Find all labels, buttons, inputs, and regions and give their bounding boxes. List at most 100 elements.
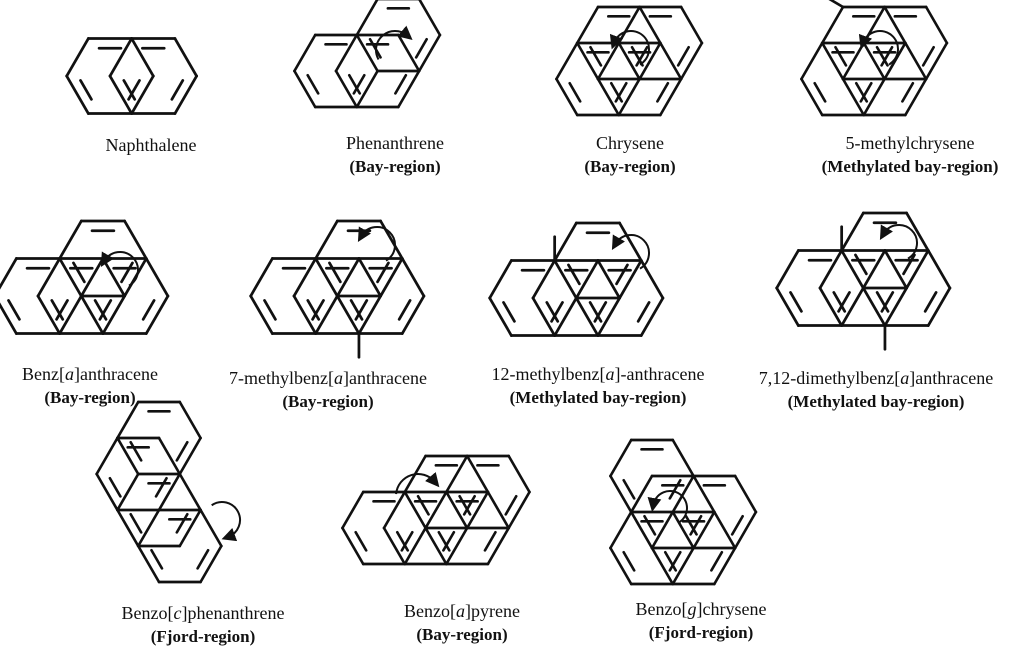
bond	[679, 5, 704, 45]
bond	[341, 526, 365, 566]
bond	[841, 77, 866, 117]
bond	[820, 41, 845, 81]
bond	[334, 33, 359, 73]
bond	[249, 294, 274, 335]
double-bond	[127, 79, 141, 101]
structure-7-methylbenz-a-anthracene	[249, 219, 426, 359]
bond	[596, 259, 621, 300]
double-bond	[458, 494, 472, 516]
double-bond	[328, 261, 342, 284]
bond	[357, 294, 382, 335]
double-bond	[710, 550, 724, 572]
double-bond	[502, 301, 516, 323]
bay-region-arrow-7-methylbenz-a-anthracene	[357, 226, 396, 262]
bond	[136, 544, 161, 584]
bond	[883, 5, 907, 45]
double-bond	[354, 530, 368, 552]
double-bond	[854, 81, 869, 103]
name-benzo-c-phenanthrene: Benzo[c]phenanthrene	[121, 603, 285, 623]
double-bond	[72, 261, 86, 284]
double-bond	[175, 440, 189, 462]
bond	[178, 400, 202, 440]
double-bond	[306, 299, 321, 321]
bay-region-arrow-5-methylchrysene	[858, 30, 899, 66]
bond	[58, 219, 83, 260]
double-bond	[394, 73, 408, 95]
region-benzo-c-phenanthrene: (Fjord-region)	[150, 627, 256, 646]
caption-naphthalene: Naphthalene	[106, 136, 197, 154]
structure-5-methylchrysene	[800, 0, 949, 117]
bond	[292, 294, 318, 335]
bond	[382, 490, 407, 530]
double-bond	[689, 514, 703, 536]
double-bond	[545, 301, 560, 323]
double-bond	[615, 263, 629, 286]
double-bond	[588, 301, 603, 323]
bond	[488, 259, 513, 300]
bond	[293, 33, 317, 73]
double-bond	[55, 299, 69, 321]
bond	[403, 526, 427, 566]
bond	[553, 259, 578, 300]
double-bond	[7, 299, 21, 321]
bond	[403, 490, 427, 530]
bond	[629, 510, 654, 550]
double-bond	[614, 81, 628, 103]
bond	[840, 286, 865, 327]
region-phenanthrene: (Bay-region)	[349, 157, 441, 176]
double-bond	[832, 291, 847, 313]
bond	[314, 219, 339, 260]
bond	[617, 77, 641, 117]
bond	[36, 294, 62, 335]
bond	[178, 472, 202, 512]
double-bond	[150, 548, 164, 570]
bay-region-arrow-phenanthrene	[375, 25, 413, 60]
double-bond	[875, 291, 890, 313]
bond	[904, 41, 928, 81]
bond	[638, 5, 662, 45]
bond	[841, 41, 866, 81]
bond	[314, 257, 339, 298]
double-bond	[79, 79, 93, 101]
double-bond	[901, 81, 915, 103]
double-bond	[923, 291, 938, 313]
bay-region-arrow-chrysene	[609, 30, 650, 66]
fjord-region-arrow-benzo-c-phenanthrene	[211, 501, 241, 542]
bond	[465, 490, 490, 530]
bond	[178, 508, 202, 548]
name-benz-a-anthracene: Benz[a]anthracene	[22, 364, 158, 384]
double-bond	[196, 548, 210, 570]
bond	[173, 37, 198, 78]
bond	[883, 41, 907, 81]
bond	[379, 257, 404, 298]
bay-region-arrow-benz-a-anthracene	[100, 251, 139, 287]
bond	[639, 296, 665, 337]
structure-phenanthrene	[293, 0, 442, 109]
bond	[840, 211, 865, 252]
bond	[553, 296, 578, 337]
bond	[800, 41, 824, 81]
double-bond	[400, 530, 414, 552]
double-bond	[98, 299, 113, 321]
bond	[400, 294, 426, 335]
double-bond	[376, 261, 390, 284]
double-bond	[504, 494, 518, 516]
caption-benz-a-anthracene: Benz[a]anthracene (Bay-region)	[22, 365, 158, 406]
bond	[157, 436, 182, 476]
bond	[116, 508, 140, 548]
bond	[424, 490, 448, 530]
bond	[424, 526, 448, 566]
bond	[58, 294, 83, 335]
double-bond	[676, 45, 690, 67]
double-bond	[813, 81, 827, 103]
bond	[629, 474, 654, 514]
double-bond	[668, 478, 682, 500]
caption-5-methylchrysene: 5-methylchrysene (Methylated bay-region)	[822, 134, 999, 175]
double-bond	[129, 512, 143, 534]
caption-7-12-dimethylbenz-a-anthracene: 7,12-dimethylbenz[a]anthracene (Methylat…	[759, 369, 993, 410]
bond	[575, 41, 600, 81]
bond	[553, 221, 578, 262]
region-benzo-g-chrysene: (Fjord-region)	[648, 623, 754, 642]
structure-benz-a-anthracene	[0, 219, 170, 335]
